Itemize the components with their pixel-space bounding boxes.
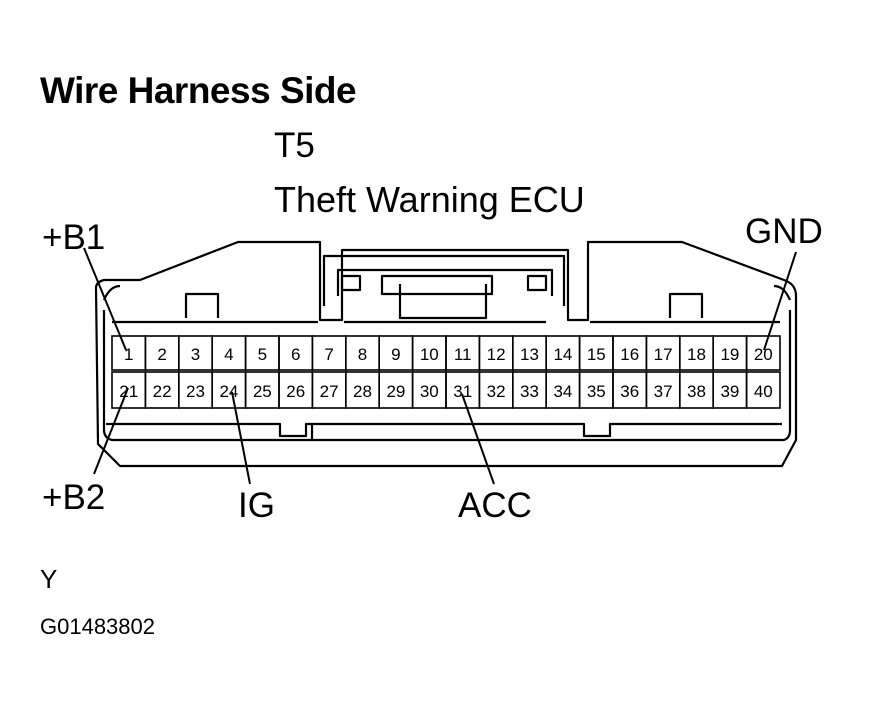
leader-b1: [83, 247, 127, 351]
pin-number-14: 14: [553, 345, 572, 364]
pin-number-21: 21: [119, 382, 138, 401]
pin-number-33: 33: [520, 382, 539, 401]
callout-acc: ACC: [458, 486, 532, 525]
callout-b2: +B2: [42, 478, 106, 517]
pin-cell-20: [745, 335, 781, 371]
leader-gnd: [763, 251, 797, 351]
right-latch: [668, 292, 704, 318]
pin-number-16: 16: [620, 345, 639, 364]
callout-b1: +B1: [42, 218, 106, 257]
pin-number-13: 13: [520, 345, 539, 364]
lock-center: [380, 274, 494, 296]
lock-left-tab: [340, 274, 362, 292]
lock-outer: [322, 254, 566, 306]
pin-frame: [102, 310, 792, 442]
lock-right-tab: [526, 274, 548, 292]
pin-number-28: 28: [353, 382, 372, 401]
pin-number-37: 37: [654, 382, 673, 401]
pin-number-12: 12: [487, 345, 506, 364]
pin-number-39: 39: [720, 382, 739, 401]
pin-number-27: 27: [320, 382, 339, 401]
pin-number-15: 15: [587, 345, 606, 364]
left-curve: [102, 284, 121, 301]
pin-number-7: 7: [324, 345, 333, 364]
figure-code: G01483802: [40, 614, 155, 639]
pin-grid: [111, 335, 781, 409]
pin-number-38: 38: [687, 382, 706, 401]
leader-acc: [461, 393, 495, 485]
callout-ig: IG: [238, 486, 275, 525]
pin-number-32: 32: [487, 382, 506, 401]
wire-color-label: Y: [40, 564, 58, 594]
pin-number-4: 4: [224, 345, 233, 364]
lock-bar: [398, 284, 488, 320]
pin-number-26: 26: [286, 382, 305, 401]
pin-number-6: 6: [291, 345, 300, 364]
left-latch: [184, 292, 220, 318]
pin-number-30: 30: [420, 382, 439, 401]
pin-number-24: 24: [219, 382, 238, 401]
connector-housing-outline: [94, 240, 798, 468]
pin-number-23: 23: [186, 382, 205, 401]
pin-number-34: 34: [553, 382, 572, 401]
pin-number-1: 1: [124, 345, 133, 364]
pin-number-22: 22: [153, 382, 172, 401]
connector-name: Theft Warning ECU: [274, 179, 585, 220]
pin-number-36: 36: [620, 382, 639, 401]
pin-cell-40: [745, 371, 781, 409]
lock-inner: [336, 268, 554, 296]
pin-number-8: 8: [358, 345, 367, 364]
pin-number-35: 35: [587, 382, 606, 401]
pin-number-40: 40: [754, 382, 773, 401]
bottom-rail: [106, 422, 782, 440]
pin-number-29: 29: [386, 382, 405, 401]
callout-gnd: GND: [745, 212, 823, 251]
pin-number-10: 10: [420, 345, 439, 364]
diagram-title: Wire Harness Side: [40, 70, 357, 111]
pin-number-3: 3: [191, 345, 200, 364]
pin-number-5: 5: [258, 345, 267, 364]
pin-number-18: 18: [687, 345, 706, 364]
pin-number-2: 2: [157, 345, 166, 364]
pin-number-9: 9: [391, 345, 400, 364]
pin-number-20: 20: [754, 345, 773, 364]
leader-ig: [231, 391, 251, 485]
pin-number-25: 25: [253, 382, 272, 401]
pin-number-17: 17: [654, 345, 673, 364]
leader-b2: [93, 387, 129, 475]
pin-number-19: 19: [720, 345, 739, 364]
pin-number-31: 31: [453, 382, 472, 401]
pin-number-11: 11: [454, 345, 472, 364]
connector-code: T5: [274, 126, 315, 165]
